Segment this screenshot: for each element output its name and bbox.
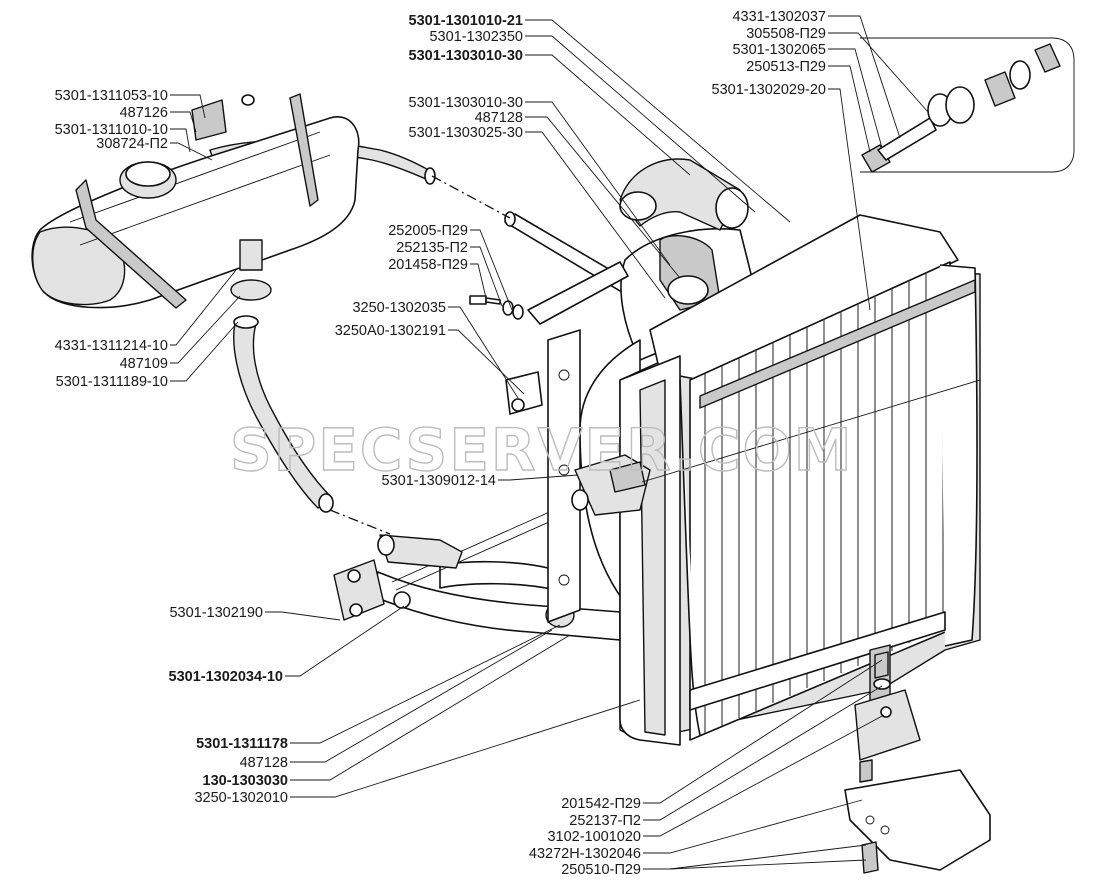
part-label: 4331-1302037	[732, 9, 826, 25]
part-label: 5301-1302065	[732, 42, 826, 58]
part-label: 5301-1311010-10	[55, 122, 168, 138]
lower-hose	[233, 315, 334, 513]
part-label: 43272Н-1302046	[529, 846, 641, 862]
side-fastener-stack	[469, 295, 524, 320]
top-fastener-stack	[861, 43, 1061, 173]
part-label: 5301-1311189-10	[56, 374, 168, 390]
part-label: 3250-1302010	[194, 790, 288, 806]
part-labels: 5301-1301010-21 5301-1302350 5301-130301…	[55, 9, 826, 878]
pipe-bracket	[333, 534, 463, 621]
part-label: 3102-1001020	[547, 829, 641, 845]
part-label: 5301-1311178	[196, 736, 288, 752]
leader-lines	[170, 15, 929, 870]
part-label: 5301-1302190	[169, 605, 263, 621]
part-label: 5301-1303025-30	[409, 125, 524, 141]
part-label: 252135-П2	[396, 240, 468, 256]
part-label: 201458-П29	[388, 257, 468, 273]
radiator-strap	[641, 379, 981, 483]
part-label: 250510-П29	[561, 862, 641, 878]
expansion-tank	[31, 93, 360, 309]
part-label: 487128	[240, 755, 288, 771]
part-label: 5301-1303010-30	[409, 95, 524, 111]
part-label: 5301-1303010-30	[409, 48, 524, 64]
part-label: 5301-1302350	[429, 29, 523, 45]
watermark: SPECSERVER.COM	[230, 416, 853, 484]
flow-line-lower	[329, 509, 391, 535]
part-label: 5301-1311053-10	[55, 88, 168, 104]
part-label: 5301-1302029-20	[712, 82, 827, 98]
part-label: 250513-П29	[746, 59, 826, 75]
temperature-sensor	[571, 454, 651, 516]
part-label: 3250А0-1302191	[335, 323, 446, 339]
part-label: 308724-П2	[96, 136, 168, 152]
detail-callout-bracket	[860, 37, 1075, 173]
part-label: 487126	[120, 105, 168, 121]
radiator-mount	[844, 651, 991, 874]
part-label: 3250-1302035	[352, 300, 446, 316]
part-label: 130-1303030	[203, 773, 288, 789]
part-label: 487128	[475, 110, 523, 126]
part-label: 4331-1311214-10	[55, 338, 168, 354]
flow-line-upper	[431, 175, 511, 219]
upper-elbow	[619, 158, 749, 311]
part-label: 5301-1302034-10	[169, 669, 284, 685]
part-label: 305508-П29	[746, 26, 826, 42]
part-label: 252137-П2	[569, 813, 641, 829]
part-label: 5301-1301010-21	[409, 13, 524, 29]
part-label: 252005-П29	[388, 223, 468, 239]
radiator	[619, 214, 981, 746]
part-label: 201542-П29	[561, 796, 641, 812]
part-label: 5301-1309012-14	[382, 473, 497, 489]
part-label: 487109	[120, 356, 168, 372]
